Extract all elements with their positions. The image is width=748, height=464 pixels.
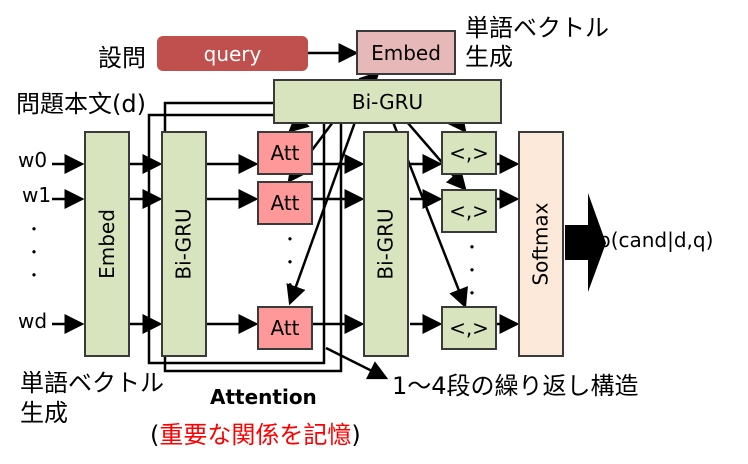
doc-bigru1-box: Bi-GRU [161, 131, 207, 357]
output-label: p(cand|d,q) [598, 228, 714, 252]
doc-bigru1-label: Bi-GRU [172, 208, 197, 280]
att-label: Att [270, 141, 300, 165]
query-label: query [203, 41, 262, 66]
query-embed-label: Embed [371, 40, 441, 65]
softmax-box: Softmax [518, 131, 564, 357]
dot-product-label: <,> [449, 199, 489, 223]
att-box-d: Att [257, 306, 313, 350]
attention-desc-highlight: 重要な関係を記憶 [159, 421, 352, 449]
att-label: Att [270, 191, 300, 215]
bottom-note-line2: 生成 [20, 399, 68, 427]
input-wd: wd [18, 309, 48, 333]
question-label: 設問 [98, 44, 146, 72]
query-embed-box: Embed [356, 30, 456, 75]
doc-embed-box: Embed [84, 131, 130, 357]
softmax-label: Softmax [529, 202, 554, 286]
doc-bigru2-label: Bi-GRU [374, 208, 399, 280]
embed-note-line2: 生成 [465, 43, 513, 71]
doc-bigru2-box: Bi-GRU [363, 131, 409, 357]
dot-product-box-0: <,> [441, 131, 497, 175]
query-box: query [157, 36, 308, 71]
repeat-note: 1～4段の繰り返し構造 [392, 372, 639, 400]
bottom-note-line1: 単語ベクトル [20, 369, 164, 397]
att-label: Att [270, 316, 300, 340]
attention-desc: (重要な関係を記憶) [150, 421, 361, 449]
dot-product-label: <,> [449, 141, 489, 165]
input-w1: w1 [22, 183, 52, 207]
dot-product-box-d: <,> [441, 306, 497, 350]
input-w0: w0 [18, 148, 48, 172]
dot-product-box-1: <,> [441, 189, 497, 233]
query-bigru-box: Bi-GRU [273, 79, 502, 124]
att-box-1: Att [257, 181, 313, 225]
dot-product-label: <,> [449, 316, 489, 340]
attention-frame-front [147, 113, 326, 365]
query-bigru-label: Bi-GRU [351, 89, 424, 114]
embed-note-line1: 単語ベクトル [465, 14, 609, 42]
input-ellipsis: ・・・ [26, 220, 43, 285]
document-title: 問題本文(d) [16, 90, 146, 118]
doc-embed-label: Embed [95, 209, 120, 279]
dot-ellipsis: ・・・ [464, 238, 481, 303]
att-box-0: Att [257, 131, 313, 175]
embed-note-top: 単語ベクトル生成 [465, 14, 609, 72]
att-ellipsis: ・・・ [282, 230, 299, 295]
attention-title: Attention [210, 385, 317, 409]
embed-note-bottom: 単語ベクトル生成 [20, 368, 164, 428]
output-arrow [565, 193, 606, 292]
